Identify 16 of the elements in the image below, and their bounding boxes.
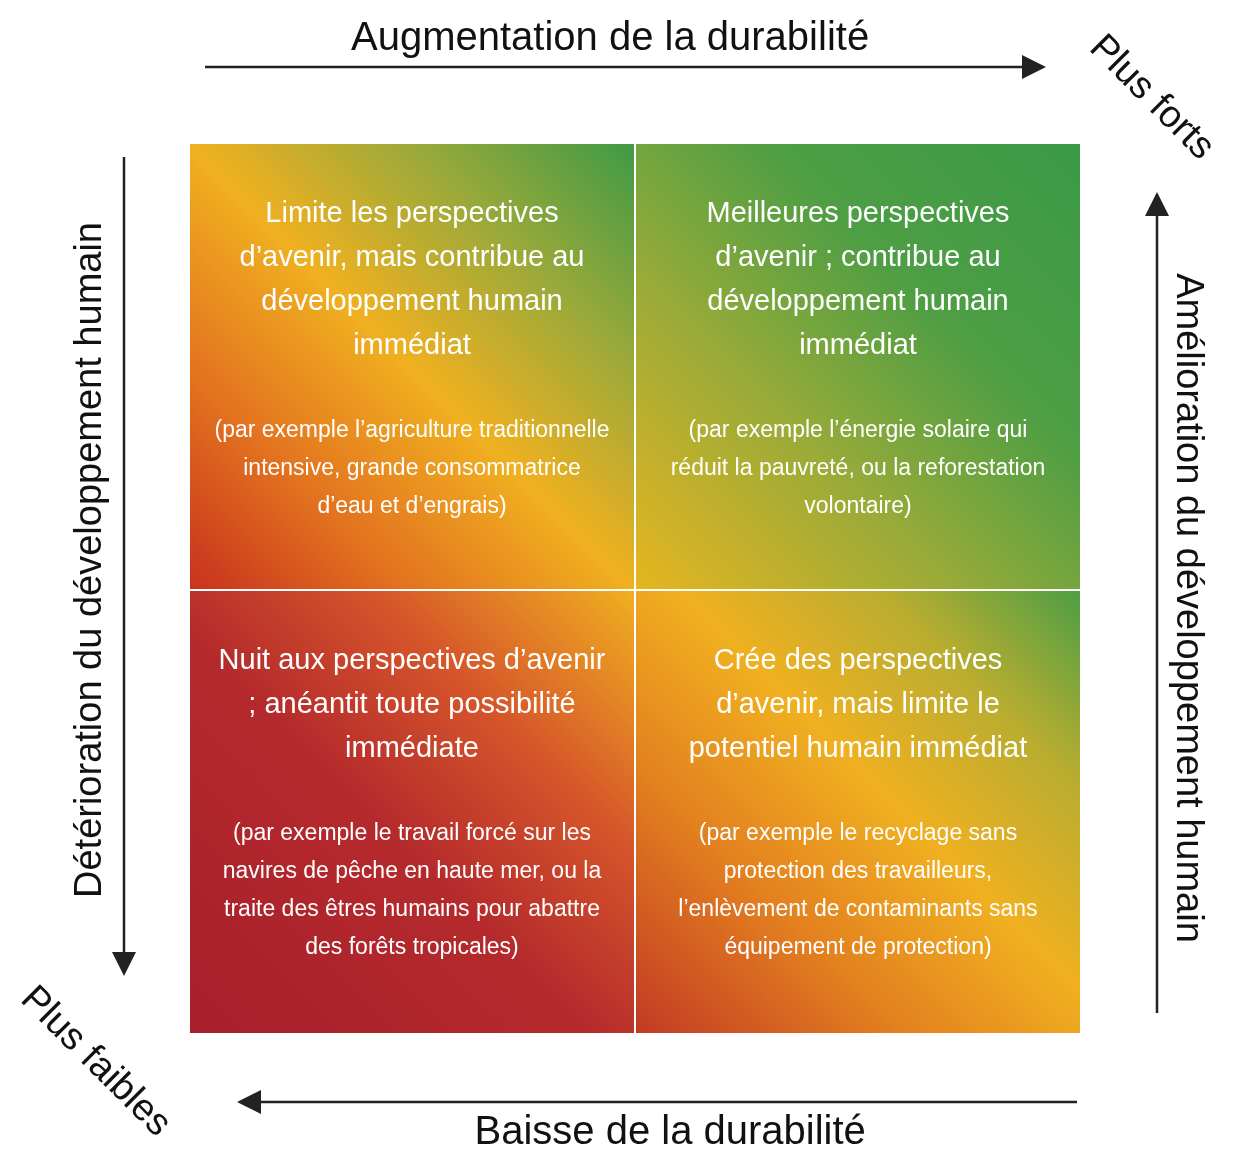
quadrant-heading: Limite les perspectives d’avenir, mais contribue au développement humain immédiat xyxy=(238,195,586,362)
axis-label: Amélioration du développement humain xyxy=(1167,273,1212,943)
quadrant-box xyxy=(636,144,1080,589)
axis-label: Augmentation de la durabilité xyxy=(351,14,870,58)
quadrant-example: (par exemple l’énergie solaire qui réduit la pauvreté, ou la reforestation volontaire) xyxy=(669,415,1047,520)
quadrant-heading: Nuit aux perspectives d’avenir ; anéantit toute possibilité immédiate xyxy=(217,642,607,765)
quadrant-box xyxy=(636,591,1080,1033)
axis-label: Détérioration du développement humain xyxy=(66,222,110,898)
quadrant-example: (par exemple l’agriculture traditionnelle intensive, grande consommatrice d’eau et d’engrais) xyxy=(213,415,611,520)
quadrant-heading: Meilleures perspectives d’avenir ; contribue au développement humain immédiat xyxy=(705,195,1011,362)
quadrant-example: (par exemple le recyclage sans protection des travailleurs, l’enlèvement de contaminants sans équipement de protection) xyxy=(677,818,1039,961)
quadrant-heading: Crée des perspectives d’avenir, mais limite le potentiel humain immédiat xyxy=(687,642,1029,765)
quadrant-box xyxy=(190,144,634,589)
quadrant-box xyxy=(190,591,634,1033)
axis-label: Baisse de la durabilité xyxy=(474,1108,866,1151)
quadrant-example: (par exemple le travail forcé sur les navires de pêche en haute mer, ou la traite des êtres humains pour abattre des forêts tropicales) xyxy=(221,818,603,961)
